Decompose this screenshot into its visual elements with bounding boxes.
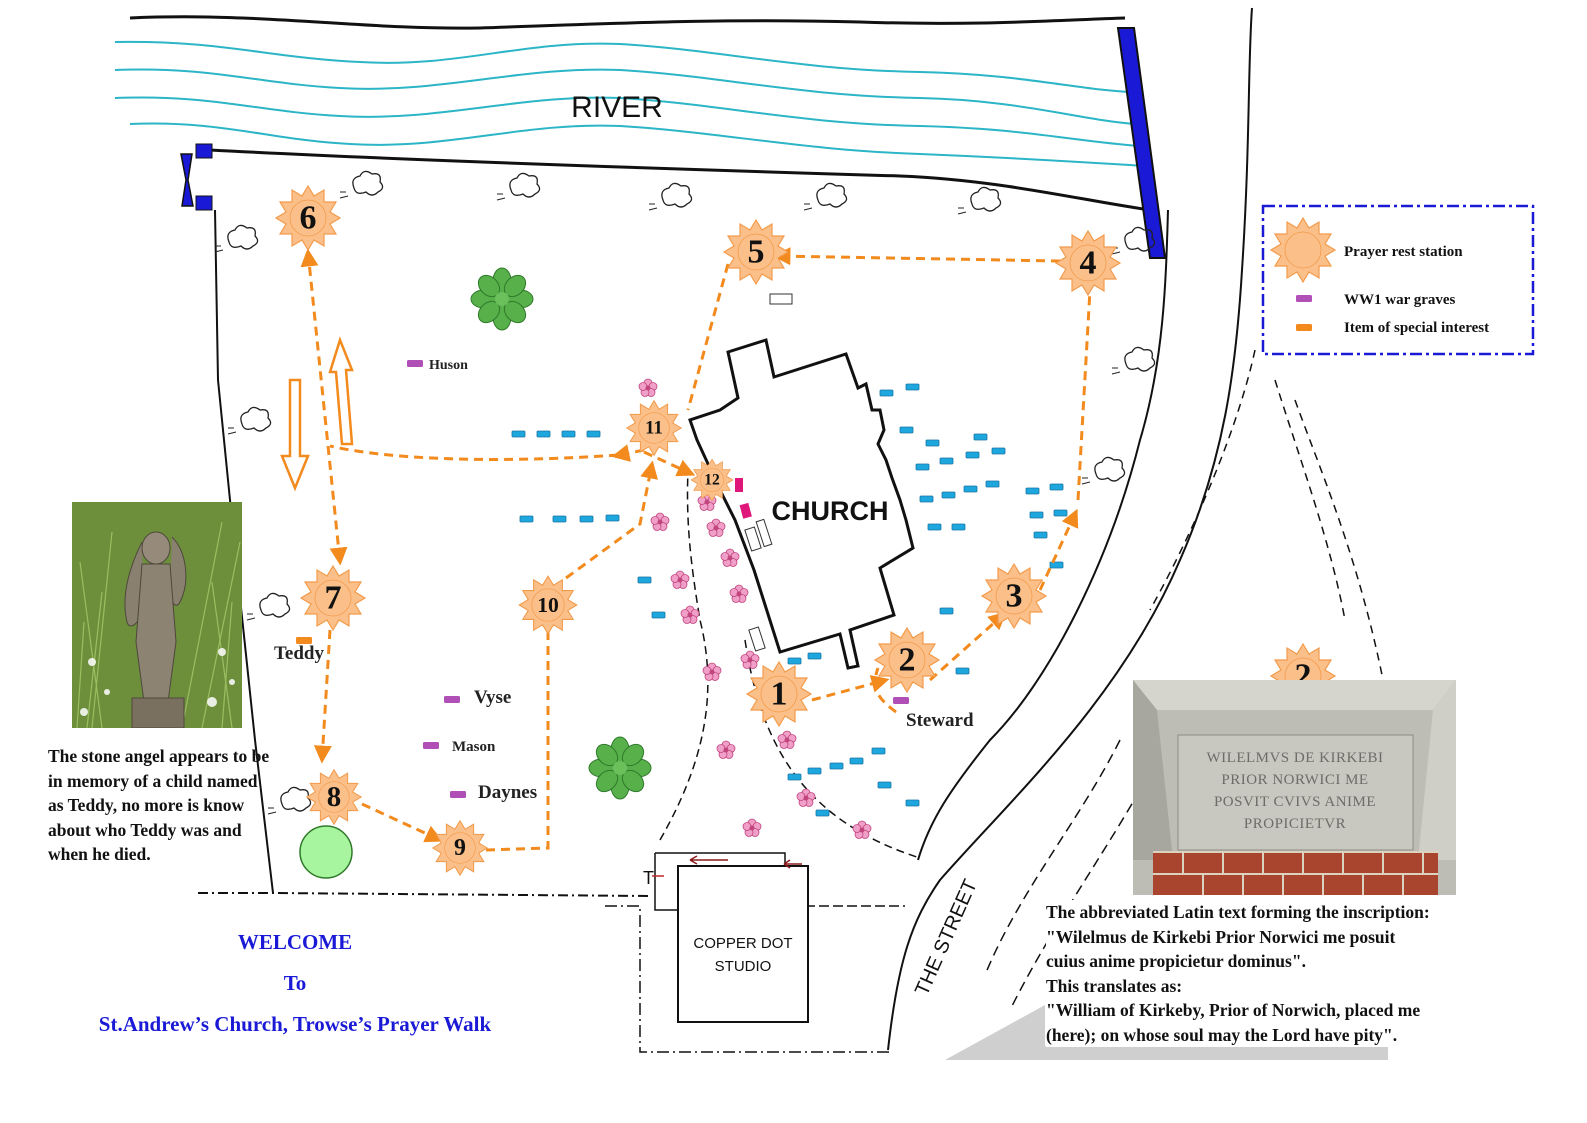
welcome-line-3: St.Andrew’s Church, Trowse’s Prayer Walk	[98, 1012, 492, 1036]
studio-label-line2: STUDIO	[715, 958, 772, 975]
war-grave-marker	[444, 696, 460, 703]
svg-text:9: 9	[454, 835, 466, 861]
grey-triangle	[945, 1005, 1045, 1060]
prayer-station-5[interactable]: 5	[723, 219, 789, 285]
svg-text:11: 11	[645, 418, 663, 439]
prayer-station-11[interactable]: 11	[626, 400, 682, 456]
stone-angel-photo	[72, 502, 242, 728]
stone-angel-caption: The stone angel appears to be in memory …	[48, 746, 270, 864]
stone-angel-image	[72, 502, 242, 728]
grave-label-mason: Mason	[452, 739, 496, 755]
legend-label-war-graves: WW1 war graves	[1344, 292, 1456, 308]
street-label: THE STREET	[911, 876, 982, 999]
grey-strip	[1045, 1046, 1388, 1060]
prayer-station-8[interactable]: 8	[306, 769, 362, 825]
svg-text:4: 4	[1080, 245, 1097, 282]
war-grave-marker	[407, 360, 423, 367]
war-grave-marker	[893, 697, 909, 704]
svg-text:7: 7	[325, 580, 342, 617]
plaque-caption: The abbreviated Latin text forming the i…	[1046, 900, 1526, 1047]
copper-dot-studio: COPPER DOT STUDIO T	[643, 852, 809, 1023]
green-tree-north	[470, 267, 534, 331]
grave-label-teddy: Teddy	[274, 643, 324, 664]
plaque-caption-line-2: "Wilelmus de Kirkebi Prior Norwici me po…	[1046, 926, 1396, 947]
special-interest-marker	[1296, 324, 1312, 331]
prayer-station-3[interactable]: 3	[981, 563, 1047, 629]
stone-plaque-image: WILELMVS DE KIRKEBI PRIOR NORWICI ME POS…	[1133, 680, 1456, 895]
svg-text:12: 12	[704, 472, 720, 489]
svg-text:2: 2	[899, 642, 916, 679]
war-grave-marker	[423, 742, 439, 749]
prayer-stations: 1 2 3 4 5 6 7 8 9 10 11 12 2	[275, 185, 1336, 879]
toilet-marker: T	[643, 868, 654, 888]
headstones	[511, 383, 1068, 817]
church-building: CHURCH	[688, 293, 915, 670]
shrubs	[214, 170, 1156, 815]
church-label: CHURCH	[772, 496, 889, 526]
prayer-station-12[interactable]: 12	[690, 458, 734, 502]
prayer-station-4[interactable]: 4	[1055, 230, 1121, 296]
prayer-station-1[interactable]: 1	[746, 661, 812, 727]
grave-label-huson: Huson	[429, 358, 468, 373]
welcome-title: WELCOME To St.Andrew’s Church, Trowse’s …	[60, 928, 530, 1051]
welcome-line-2: To	[283, 971, 307, 995]
green-tree-south	[588, 736, 652, 800]
plaque-caption-line-3: cuius anime propicietur dominus".	[1046, 951, 1306, 971]
sluice-gate-left	[180, 143, 213, 211]
prayer-station-6[interactable]: 6	[275, 185, 341, 251]
svg-text:6: 6	[300, 200, 317, 237]
sluice-gate-right	[1116, 27, 1167, 259]
svg-text:3: 3	[1006, 578, 1023, 615]
special-interest-marker	[735, 478, 743, 492]
plaque-caption-line-1: The abbreviated Latin text forming the i…	[1046, 902, 1430, 922]
special-interest-marker	[296, 637, 312, 644]
plaque-line-1: WILELMVS DE KIRKEBI	[1207, 750, 1384, 766]
special-interest-marker	[739, 502, 752, 519]
map-legend: Prayer rest station WW1 war graves Item …	[1261, 204, 1535, 356]
prayer-station-10[interactable]: 10	[518, 575, 578, 635]
grave-label-daynes: Daynes	[478, 782, 537, 803]
plaque-line-3: POSVIT CVIVS ANIME	[1214, 794, 1376, 810]
svg-text:5: 5	[748, 234, 765, 271]
river: RIVER	[114, 15, 1151, 212]
grave-label-vyse: Vyse	[474, 687, 511, 708]
plaque-caption-line-5: "William of Kirkeby, Prior of Norwich, p…	[1046, 1000, 1421, 1020]
legend-label-special-interest: Item of special interest	[1344, 320, 1489, 336]
welcome-line-1: WELCOME	[237, 930, 353, 954]
plaque-caption-line-4: This translates as:	[1046, 975, 1183, 996]
grave-label-steward: Steward	[906, 710, 974, 731]
prayer-station-2[interactable]: 2	[874, 627, 940, 693]
legend-label-prayer-station: Prayer rest station	[1344, 244, 1463, 260]
war-grave-marker	[1296, 295, 1312, 302]
prayer-station-7[interactable]: 7	[300, 565, 366, 631]
studio-label-line1: COPPER DOT	[693, 935, 792, 952]
svg-text:1: 1	[771, 676, 788, 713]
direction-arrows	[280, 336, 354, 492]
plaque-line-2: PRIOR NORWICI ME	[1221, 772, 1368, 788]
grave-markers: Huson Vyse Mason Daynes Steward Teddy	[274, 358, 974, 803]
river-label: RIVER	[571, 91, 663, 124]
prayer-station-9[interactable]: 9	[432, 820, 488, 876]
war-grave-marker	[450, 791, 466, 798]
stone-plaque-photo: WILELMVS DE KIRKEBI PRIOR NORWICI ME POS…	[1133, 680, 1456, 895]
svg-text:10: 10	[537, 593, 559, 617]
garden-tub	[299, 825, 353, 879]
plaque-caption-line-6: (here); on whose soul may the Lord have …	[1046, 1024, 1398, 1045]
prayer-walk-route	[300, 247, 1092, 852]
svg-text:8: 8	[327, 781, 341, 813]
plaque-line-4: PROPICIETVR	[1244, 816, 1346, 832]
